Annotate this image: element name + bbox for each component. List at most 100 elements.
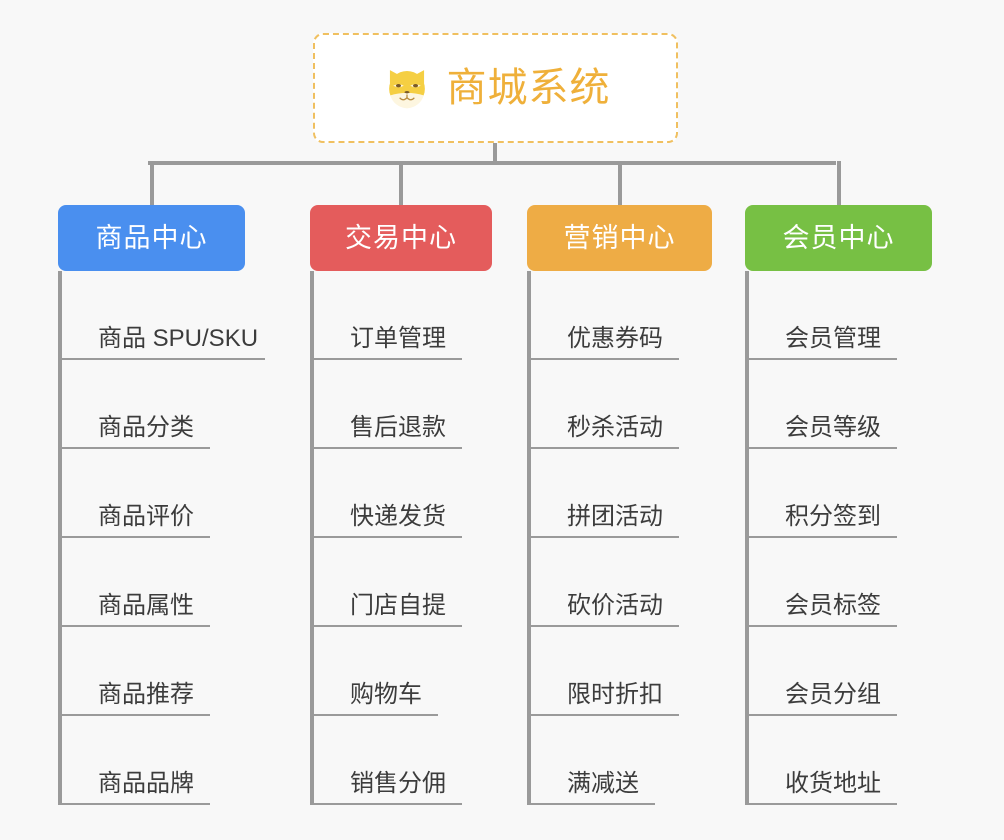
leaf-item-underline bbox=[529, 536, 679, 538]
leaf-item-underline bbox=[747, 536, 897, 538]
list-item[interactable]: 收货地址 bbox=[745, 716, 932, 805]
leaf-item-underline bbox=[529, 803, 655, 805]
leaf-item-underline bbox=[60, 358, 265, 360]
leaf-item-label: 销售分佣 bbox=[350, 770, 446, 797]
list-item[interactable]: 会员管理 bbox=[745, 271, 932, 360]
leaf-item-underline bbox=[60, 803, 210, 805]
leaf-item-underline bbox=[747, 625, 897, 627]
root-node[interactable]: 商城系统 bbox=[313, 33, 678, 143]
list-item[interactable]: 购物车 bbox=[310, 627, 492, 716]
leaf-item-label: 收货地址 bbox=[785, 770, 881, 797]
list-item[interactable]: 会员标签 bbox=[745, 538, 932, 627]
shiba-dog-face-icon bbox=[381, 62, 433, 114]
leaf-item-underline bbox=[60, 625, 210, 627]
leaf-item-label: 快递发货 bbox=[350, 503, 446, 530]
list-item[interactable]: 商品推荐 bbox=[58, 627, 245, 716]
list-item[interactable]: 商品分类 bbox=[58, 360, 245, 449]
leaf-item-underline bbox=[529, 625, 679, 627]
leaf-item-label: 商品推荐 bbox=[98, 681, 194, 708]
leaf-item-underline bbox=[312, 536, 462, 538]
leaf-item-underline bbox=[747, 447, 897, 449]
list-item[interactable]: 商品属性 bbox=[58, 538, 245, 627]
column-trunk-marketing-center bbox=[527, 271, 531, 805]
leaf-item-underline bbox=[312, 358, 462, 360]
column-product-center: 商品中心商品 SPU/SKU 商品分类商品评价商品属性商品推荐商品品牌 bbox=[58, 205, 265, 805]
category-header-label: 交易中心 bbox=[345, 222, 457, 253]
category-header-label: 营销中心 bbox=[563, 222, 676, 253]
list-item[interactable]: 积分签到 bbox=[745, 449, 932, 538]
column-trunk-member-center bbox=[745, 271, 749, 805]
list-item[interactable]: 会员分组 bbox=[745, 627, 932, 716]
list-item[interactable]: 会员等级 bbox=[745, 360, 932, 449]
category-header-product-center[interactable]: 商品中心 bbox=[58, 205, 245, 271]
category-header-label: 商品中心 bbox=[95, 222, 208, 253]
leaf-item-underline bbox=[312, 625, 462, 627]
leaf-list-marketing-center: 优惠券码秒杀活动拼团活动砍价活动限时折扣满减送 bbox=[527, 271, 712, 805]
column-trade-center: 交易中心订单管理售后退款快递发货门店自提购物车销售分佣 bbox=[310, 205, 492, 805]
leaf-item-label: 购物车 bbox=[350, 681, 422, 708]
list-item[interactable]: 销售分佣 bbox=[310, 716, 492, 805]
leaf-item-underline bbox=[60, 536, 210, 538]
leaf-item-label: 会员标签 bbox=[785, 592, 881, 619]
connector-drop-product-center bbox=[149, 161, 154, 205]
leaf-item-label: 订单管理 bbox=[350, 325, 446, 352]
leaf-item-underline bbox=[529, 358, 679, 360]
category-header-member-center[interactable]: 会员中心 bbox=[745, 205, 932, 271]
leaf-item-label: 满减送 bbox=[567, 770, 639, 797]
list-item[interactable]: 门店自提 bbox=[310, 538, 492, 627]
leaf-item-label: 商品评价 bbox=[98, 503, 194, 530]
leaf-item-label: 商品分类 bbox=[98, 414, 194, 441]
leaf-list-product-center: 商品 SPU/SKU 商品分类商品评价商品属性商品推荐商品品牌 bbox=[58, 271, 265, 805]
leaf-item-label: 售后退款 bbox=[350, 414, 446, 441]
leaf-item-label: 会员管理 bbox=[785, 325, 881, 352]
leaf-item-label: 积分签到 bbox=[785, 503, 881, 530]
leaf-item-label: 拼团活动 bbox=[567, 503, 663, 530]
leaf-item-label: 商品 SPU/SKU bbox=[98, 325, 259, 352]
leaf-item-label: 商品品牌 bbox=[98, 770, 194, 797]
leaf-item-underline bbox=[747, 803, 897, 805]
list-item[interactable]: 快递发货 bbox=[310, 449, 492, 538]
leaf-item-label: 门店自提 bbox=[350, 592, 446, 619]
leaf-list-trade-center: 订单管理售后退款快递发货门店自提购物车销售分佣 bbox=[310, 271, 492, 805]
category-header-trade-center[interactable]: 交易中心 bbox=[310, 205, 492, 271]
leaf-item-underline bbox=[312, 447, 462, 449]
leaf-item-label: 秒杀活动 bbox=[567, 414, 663, 441]
connector-root-stem bbox=[493, 143, 497, 164]
leaf-item-underline bbox=[60, 447, 210, 449]
list-item[interactable]: 满减送 bbox=[527, 716, 712, 805]
category-header-label: 会员中心 bbox=[782, 222, 895, 253]
column-marketing-center: 营销中心优惠券码秒杀活动拼团活动砍价活动限时折扣满减送 bbox=[527, 205, 712, 805]
connector-horizontal-bar bbox=[148, 161, 836, 165]
list-item[interactable]: 秒杀活动 bbox=[527, 360, 712, 449]
column-trunk-trade-center bbox=[310, 271, 314, 805]
leaf-item-underline bbox=[312, 803, 462, 805]
connector-drop-marketing-center bbox=[617, 161, 622, 205]
list-item[interactable]: 商品品牌 bbox=[58, 716, 245, 805]
connector-drop-trade-center bbox=[399, 161, 403, 205]
list-item[interactable]: 优惠券码 bbox=[527, 271, 712, 360]
leaf-item-label: 优惠券码 bbox=[567, 325, 663, 352]
column-member-center: 会员中心会员管理会员等级积分签到会员标签会员分组收货地址 bbox=[745, 205, 932, 805]
list-item[interactable]: 售后退款 bbox=[310, 360, 492, 449]
leaf-item-label: 会员分组 bbox=[785, 681, 881, 708]
list-item[interactable]: 商品评价 bbox=[58, 449, 245, 538]
leaf-item-label: 会员等级 bbox=[785, 414, 881, 441]
list-item[interactable]: 订单管理 bbox=[310, 271, 492, 360]
leaf-item-label: 商品属性 bbox=[98, 592, 194, 619]
leaf-item-underline bbox=[747, 714, 897, 716]
leaf-item-underline bbox=[529, 714, 679, 716]
list-item[interactable]: 砍价活动 bbox=[527, 538, 712, 627]
leaf-item-underline bbox=[312, 714, 438, 716]
list-item[interactable]: 限时折扣 bbox=[527, 627, 712, 716]
leaf-list-member-center: 会员管理会员等级积分签到会员标签会员分组收货地址 bbox=[745, 271, 932, 805]
list-item[interactable]: 拼团活动 bbox=[527, 449, 712, 538]
category-header-marketing-center[interactable]: 营销中心 bbox=[527, 205, 712, 271]
leaf-item-underline bbox=[60, 714, 210, 716]
list-item[interactable]: 商品 SPU/SKU bbox=[58, 271, 265, 360]
root-title: 商城系统 bbox=[446, 66, 611, 110]
leaf-item-underline bbox=[529, 447, 679, 449]
leaf-item-label: 限时折扣 bbox=[567, 681, 663, 708]
leaf-item-label: 砍价活动 bbox=[567, 592, 663, 619]
connector-drop-member-center bbox=[836, 161, 841, 205]
